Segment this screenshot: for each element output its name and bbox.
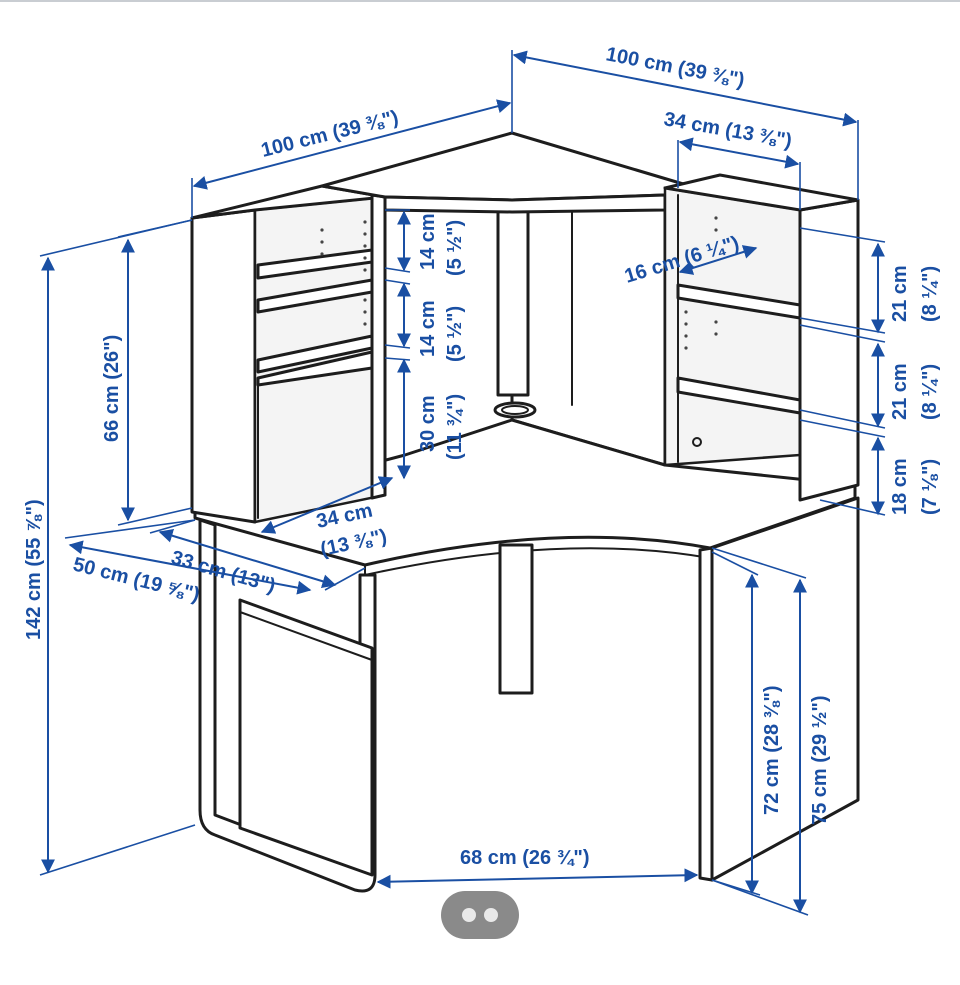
desk-drawing bbox=[190, 131, 860, 893]
dim-right-middle-compartment: 21 cm bbox=[889, 363, 911, 420]
dim-right-upper-compartment-in: (8 ¼") bbox=[919, 266, 941, 322]
more-images-icon[interactable] bbox=[441, 891, 519, 939]
dim-hutch-height: 66 cm (26") bbox=[101, 335, 123, 442]
dim-right-lower-compartment: 18 cm bbox=[889, 458, 911, 515]
dim-left-middle-compartment: 14 cm bbox=[417, 300, 439, 357]
dim-left-middle-compartment-in: (5 ½") bbox=[444, 306, 466, 362]
dim-left-lower-compartment: 30 cm bbox=[417, 395, 439, 452]
dim-left-upper-compartment-in: (5 ½") bbox=[444, 220, 466, 276]
right-peg-holes bbox=[684, 216, 718, 350]
dim-top-right-width: 100 cm (39 ⅜") bbox=[604, 43, 746, 91]
dim-front-leg-spacing: 68 cm (26 ¾") bbox=[460, 847, 590, 869]
dim-right-middle-compartment-in: (8 ¼") bbox=[919, 364, 941, 420]
dim-desk-total-height: 75 cm (29 ½") bbox=[809, 695, 831, 825]
top-border bbox=[0, 0, 960, 2]
dim-upper-right-shelf-depth: 34 cm (13 ⅜") bbox=[662, 108, 793, 152]
dim-right-upper-compartment: 21 cm bbox=[889, 265, 911, 322]
dim-top-left-width: 100 cm (39 ⅜") bbox=[259, 106, 401, 161]
dim-left-lower-compartment-in: (11 ¾") bbox=[444, 394, 466, 460]
gallery-dot bbox=[484, 908, 498, 922]
dim-left-upper-compartment: 14 cm bbox=[417, 213, 439, 270]
gallery-dot bbox=[462, 908, 476, 922]
left-peg-holes bbox=[320, 220, 367, 326]
dim-total-height: 142 cm (55 ⅞") bbox=[23, 499, 45, 640]
dimension-lines bbox=[39, 50, 886, 916]
dim-right-lower-compartment-in: (7 ⅛") bbox=[919, 459, 941, 515]
dim-desk-top-height: 72 cm (28 ⅜") bbox=[761, 685, 783, 815]
